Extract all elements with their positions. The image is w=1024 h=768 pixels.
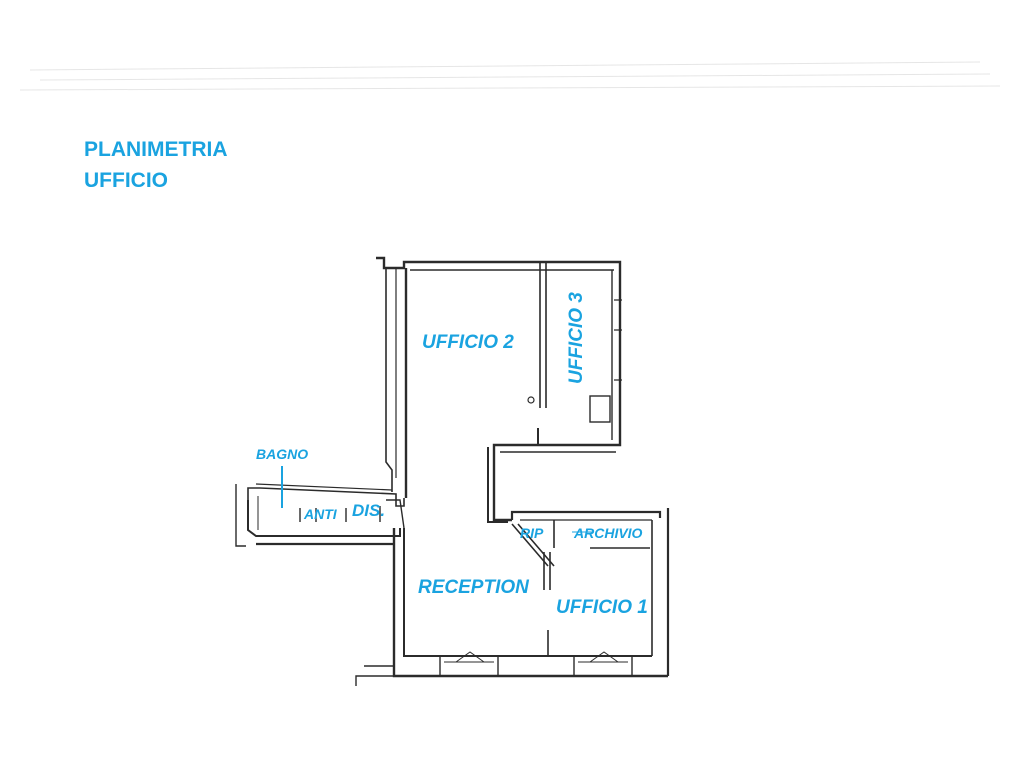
room-label-bagno: BAGNO <box>256 446 309 462</box>
plan-title-line2: UFFICIO <box>84 169 168 192</box>
walls <box>235 256 670 686</box>
room-label-anti: ANTI <box>304 506 337 522</box>
room-label-reception: RECEPTION <box>418 577 529 598</box>
room-label-dis: DIS. <box>352 501 386 520</box>
room-label-archivio: ARCHIVIO <box>574 525 643 541</box>
room-label-ufficio-1: UFFICIO 1 <box>556 597 648 618</box>
faint-scan-marks <box>19 61 1001 91</box>
plan-title: PLANIMETRIA UFFICIO <box>84 134 228 196</box>
label-leaders <box>281 466 592 533</box>
room-label-rip: RIP <box>520 525 544 541</box>
plan-title-line1: PLANIMETRIA <box>84 138 228 161</box>
room-label-ufficio-3: UFFICIO 3 <box>566 292 587 384</box>
room-label-ufficio-2: UFFICIO 2 <box>422 332 514 353</box>
